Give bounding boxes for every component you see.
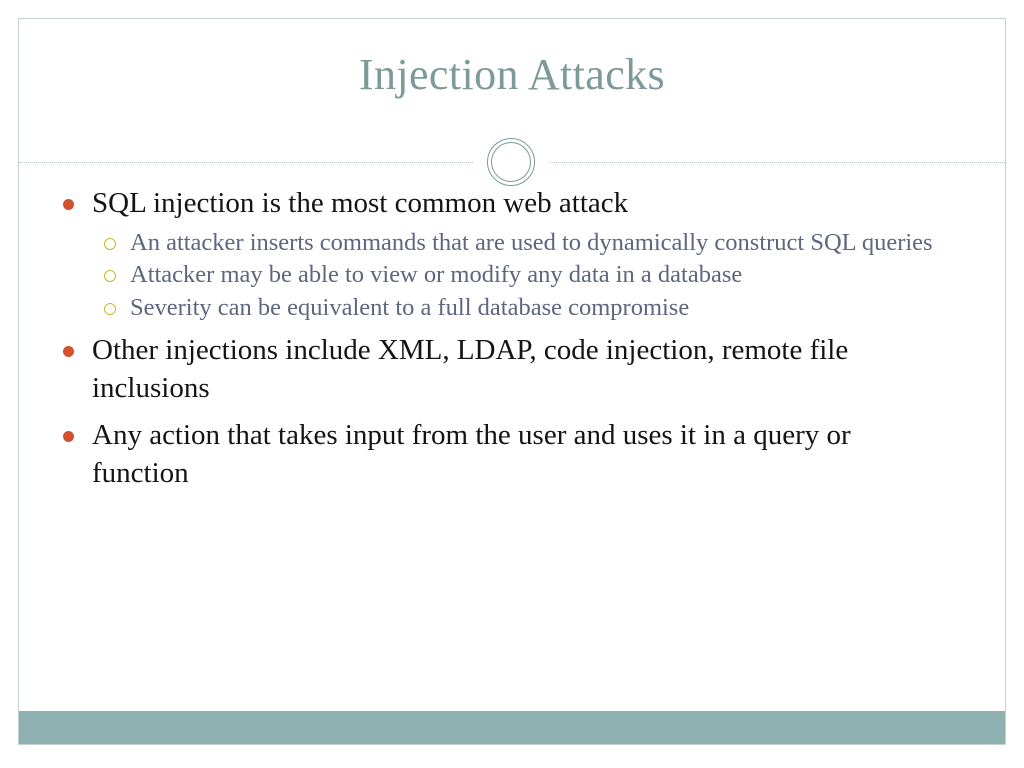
list-item: Other injections include XML, LDAP, code… — [19, 332, 945, 407]
list-item: SQL injection is the most common web att… — [19, 185, 945, 223]
bullet-list-level2: An attacker inserts commands that are us… — [92, 227, 1005, 324]
bullet-circle-icon — [104, 237, 116, 250]
list-item: Attacker may be able to view or modify a… — [92, 259, 965, 291]
ornament-outer-ring — [487, 138, 535, 186]
slide: Injection Attacks SQL injection is the m… — [18, 18, 1006, 745]
title-area: Injection Attacks — [19, 19, 1005, 145]
list-item: Any action that takes input from the use… — [19, 417, 945, 492]
page-title: Injection Attacks — [358, 50, 666, 99]
double-circle-ornament-icon — [487, 138, 537, 188]
slide-body: SQL injection is the most common web att… — [19, 185, 1005, 494]
list-item: Severity can be equivalent to a full dat… — [92, 292, 965, 324]
spacer — [19, 410, 1005, 417]
bullet-text: SQL injection is the most common web att… — [92, 187, 629, 219]
sub-bullet-text: Attacker may be able to view or modify a… — [130, 261, 743, 289]
bullet-text: Other injections include XML, LDAP, code… — [92, 334, 849, 405]
bullet-dot-icon — [63, 430, 74, 442]
bullet-dot-icon — [63, 199, 74, 210]
title-divider — [19, 138, 1005, 186]
bullet-circle-icon — [104, 270, 116, 283]
list-item: An attacker inserts commands that are us… — [92, 227, 965, 259]
sub-bullet-text: An attacker inserts commands that are us… — [130, 228, 933, 256]
sub-bullet-wrap: An attacker inserts commands that are us… — [19, 227, 1005, 324]
bullet-circle-icon — [104, 302, 116, 315]
bullet-text: Any action that takes input from the use… — [92, 418, 851, 489]
sub-bullet-text: Severity can be equivalent to a full dat… — [130, 293, 690, 321]
ornament-inner-ring — [491, 142, 531, 182]
bottom-accent-bar — [19, 711, 1005, 744]
bullet-list-level1: SQL injection is the most common web att… — [19, 185, 1005, 492]
bullet-dot-icon — [63, 346, 74, 358]
